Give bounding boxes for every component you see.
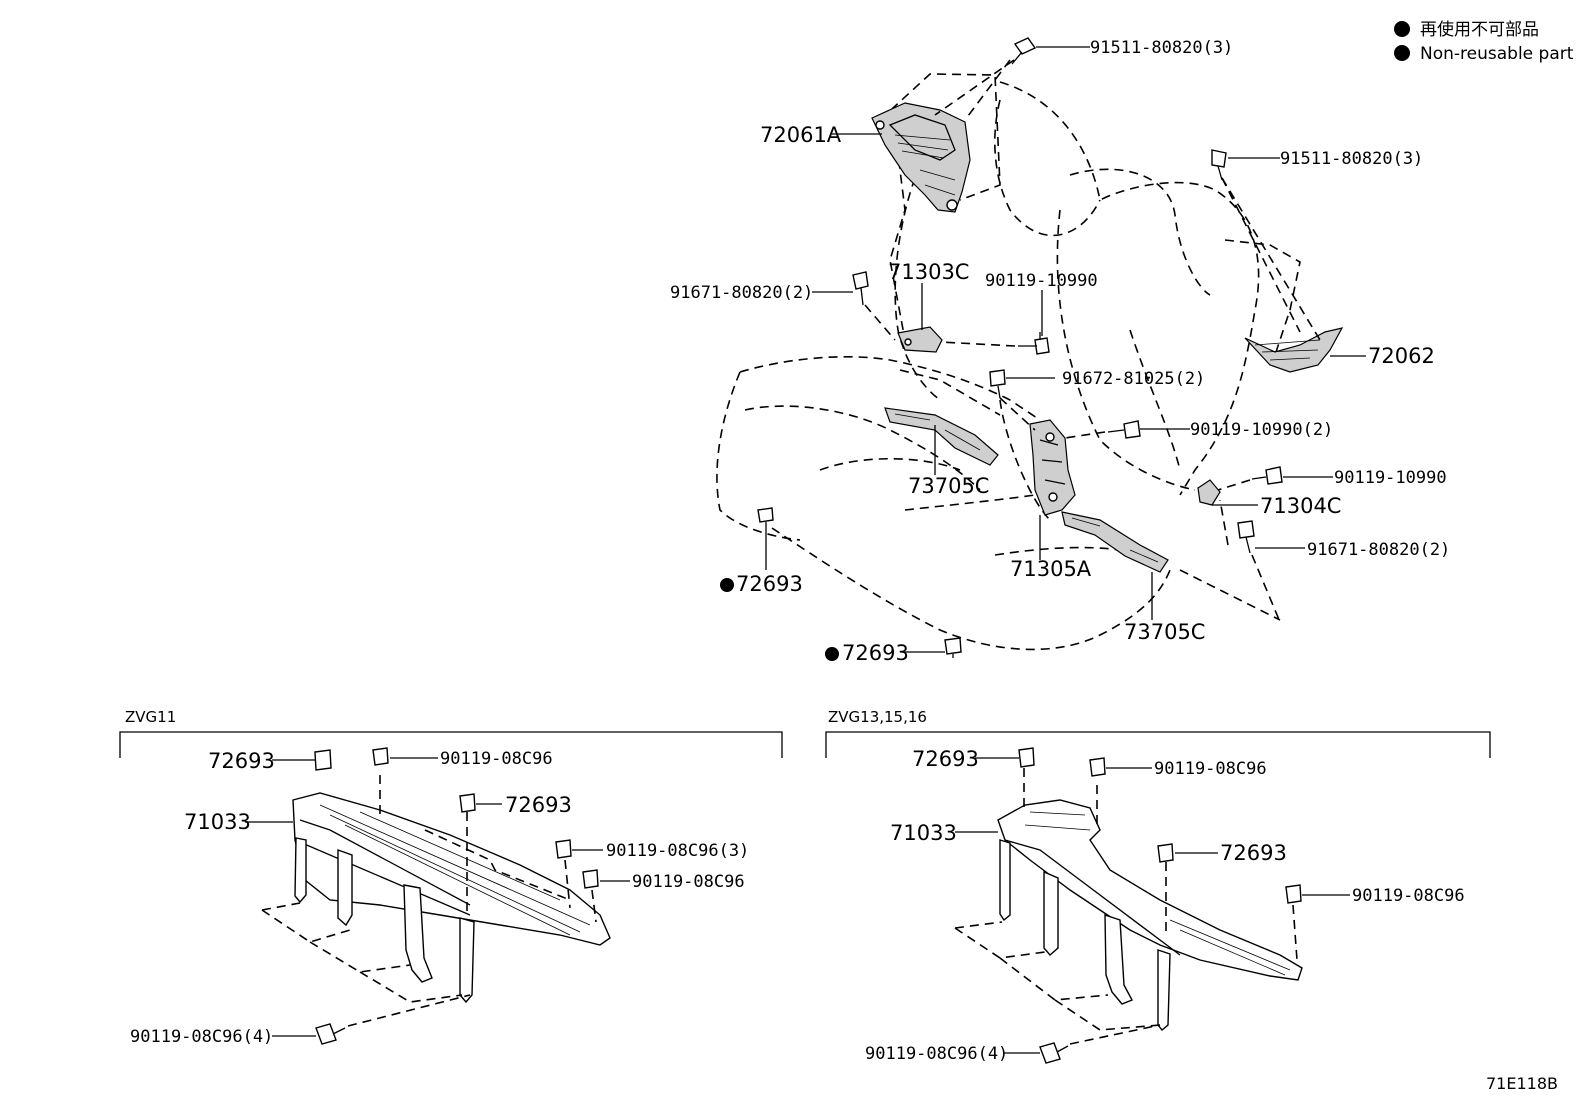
- right-bracket-frame: [1224, 239, 1301, 356]
- label-r-90119-08C96-4: 90119-08C96(4): [865, 1044, 1008, 1064]
- label-l-90119-08C96-b: 90119-08C96: [632, 872, 745, 892]
- seat-assembly: 91511-80820(3) 72061A 91511-80820(3) 713…: [670, 37, 1450, 665]
- label-r-90119-08C96-b: 90119-08C96: [1352, 886, 1465, 906]
- seat-cushion-left: [716, 371, 801, 541]
- label-91671-80820-left: 91671-80820(2): [670, 283, 813, 303]
- label-73705C-a: 73705C: [908, 474, 989, 498]
- hinge-bracket-72062: [1244, 327, 1344, 373]
- seat-cushion-outline: [739, 356, 1041, 421]
- label-r-71033: 71033: [890, 821, 957, 845]
- label-90119-10990-2: 90119-10990(2): [1190, 420, 1333, 440]
- label-72693-a: 72693: [736, 572, 803, 596]
- seat-cushion-crease-5: [904, 494, 1036, 511]
- label-l-72693-b: 72693: [505, 793, 572, 817]
- label-73705C-b: 73705C: [1124, 620, 1205, 644]
- frame-dash-left: [261, 902, 463, 1003]
- leader-lines: [765, 46, 1366, 653]
- diagram-code: 71E118B: [1486, 1074, 1558, 1093]
- seat-back-outline: [999, 81, 1260, 496]
- label-91511-80820-right: 91511-80820(3): [1280, 149, 1423, 169]
- label-l-71033: 71033: [184, 810, 251, 834]
- bracket-frame: [879, 73, 1001, 201]
- label-l-90119-08C96-4: 90119-08C96(4): [130, 1027, 273, 1047]
- frame-71033-right: [997, 799, 1303, 1031]
- section-zvg13-15-16: ZVG13,15,16 72693 90119-08C96 71033: [825, 708, 1491, 1064]
- legend-japanese: 再使用不可部品: [1420, 19, 1539, 40]
- seat-back-inner: [994, 99, 1101, 237]
- bolt-91671-left-icon: [852, 271, 896, 341]
- seat-hook-73705C-left: [884, 407, 999, 466]
- clip-72693-l2-icon: [459, 793, 476, 813]
- seat-bracket-71305A: [1029, 419, 1076, 516]
- seat-cushion-right: [1179, 569, 1281, 621]
- seat-back-inner-4: [1129, 329, 1181, 471]
- bolt-91672-icon: [989, 369, 1036, 431]
- bolt-90119-r3-icon: [1039, 1042, 1061, 1064]
- seat-hook-73705C-right: [1061, 511, 1169, 573]
- bolt-90119-r1-icon: [1089, 757, 1106, 777]
- seat-cushion-crease: [744, 405, 981, 491]
- section-label-left: ZVG11: [125, 708, 176, 726]
- label-91671-80820-right: 91671-80820(2): [1307, 540, 1450, 560]
- label-l-90119-08C96-3: 90119-08C96(3): [606, 841, 749, 861]
- label-r-72693-b: 72693: [1220, 841, 1287, 865]
- seat-back-left-edge: [894, 177, 941, 401]
- label-l-72693-a: 72693: [208, 749, 275, 773]
- bolt-90119-l4-icon: [582, 869, 599, 889]
- bolt-90119-10990-b-icon: [1217, 466, 1283, 491]
- bolt-91671-right-icon: [1219, 499, 1281, 623]
- bracket-frame-2: [889, 129, 906, 341]
- hinge-bracket-72061A: [871, 102, 971, 213]
- section-label-right: ZVG13,15,16: [828, 708, 927, 726]
- label-l-90119-08C96-a: 90119-08C96: [440, 749, 553, 769]
- label-90119-10990-b: 90119-10990: [1334, 468, 1447, 488]
- bolt-91511-right-icon: [1211, 149, 1321, 341]
- section-zvg11: ZVG11 72693: [119, 708, 783, 1047]
- non-reusable-dot-icon: [1394, 45, 1410, 61]
- seat-cushion-crease-3: [899, 369, 1001, 416]
- non-reusable-dot-icon: [720, 578, 734, 592]
- non-reusable-dot-icon: [1394, 21, 1410, 37]
- bolt-90119-l5-icon: [315, 1023, 337, 1045]
- bolt-90119-10990-2-icon: [1064, 420, 1141, 439]
- label-91672-81025: 91672-81025(2): [1062, 369, 1205, 389]
- bolt-90119-l1-icon: [372, 747, 389, 766]
- label-r-72693-a: 72693: [912, 747, 979, 771]
- non-reusable-dot-icon: [825, 647, 839, 661]
- seat-back-inner-2: [1069, 168, 1211, 296]
- legend: 再使用不可部品 Non-reusable part: [1394, 19, 1574, 64]
- label-90119-10990-a: 90119-10990: [985, 271, 1098, 291]
- legend-english: Non-reusable part: [1420, 44, 1574, 64]
- label-r-90119-08C96-a: 90119-08C96: [1154, 759, 1267, 779]
- clip-72693-b-icon: [944, 637, 962, 658]
- seat-bracket-71304C: [1197, 479, 1221, 506]
- clip-72693-a-icon: [757, 507, 774, 528]
- label-71303C: 71303C: [888, 260, 969, 284]
- label-72693-b: 72693: [842, 641, 909, 665]
- seat-back-inner-3: [1056, 209, 1196, 491]
- label-71305A: 71305A: [1010, 557, 1092, 581]
- bolt-90119-10990-a-icon: [939, 332, 1050, 355]
- label-71304C: 71304C: [1260, 494, 1341, 518]
- frame-dash-right: [954, 921, 1161, 1031]
- clip-72693-r2-icon: [1157, 843, 1174, 863]
- bolt-91511-top-icon: [934, 37, 1037, 121]
- seat-bracket-71303C: [897, 326, 943, 353]
- bolt-90119-r2-icon: [1285, 884, 1302, 904]
- seat-cushion-crease-4: [994, 546, 1121, 556]
- frame-71033-left: [292, 792, 611, 1004]
- seat-cushion-bottom: [771, 527, 1171, 651]
- clip-72693-r1-icon: [1018, 747, 1035, 768]
- bolt-90119-l3-icon: [555, 839, 572, 859]
- label-72061A: 72061A: [760, 123, 842, 147]
- section-bracket-right: [825, 731, 1491, 758]
- label-91511-80820-top: 91511-80820(3): [1090, 38, 1233, 58]
- clip-72693-l1-icon: [314, 749, 332, 771]
- label-72062: 72062: [1368, 344, 1435, 368]
- seat-cushion-crease-2: [819, 458, 961, 471]
- section-bracket-left: [119, 731, 783, 758]
